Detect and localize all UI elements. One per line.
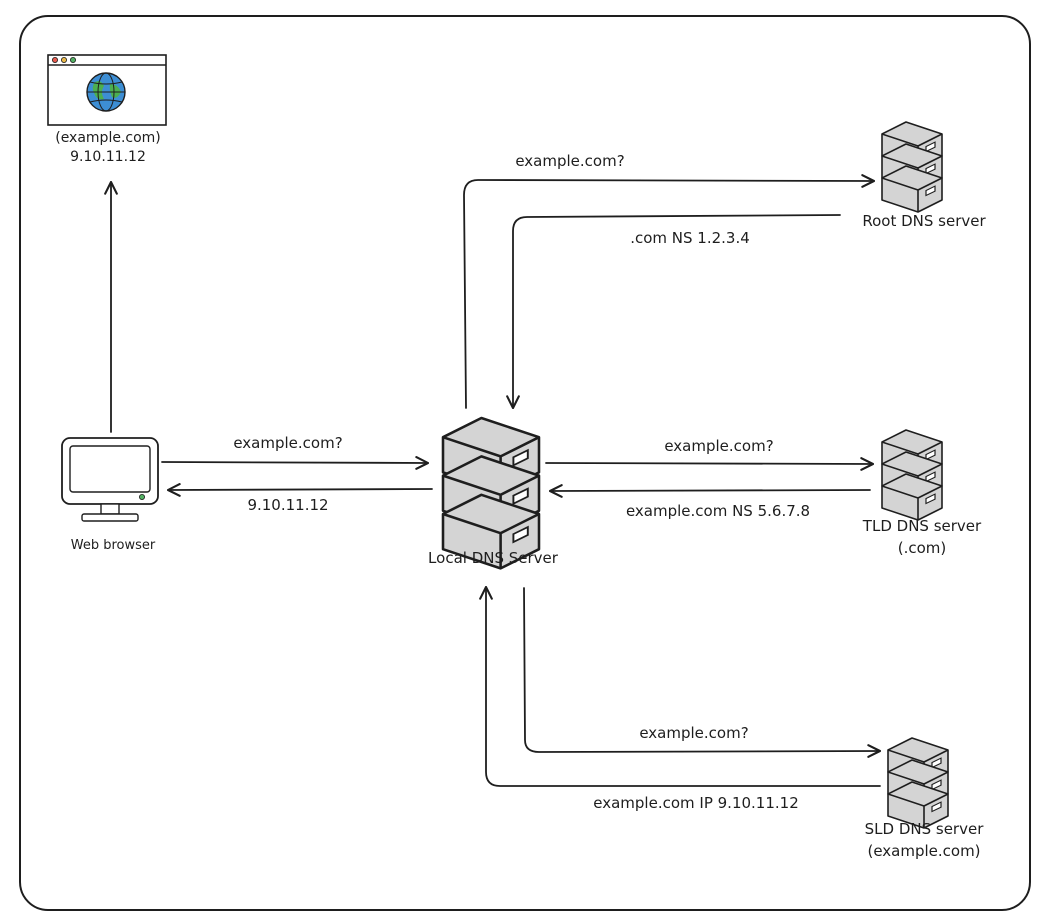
arrow-browser-to-local xyxy=(161,456,430,470)
tld-dns-server-icon xyxy=(881,429,943,521)
arrow-local-to-root xyxy=(463,174,876,409)
local-dns-server-label: Local DNS Server xyxy=(428,549,558,567)
website-ip-label: 9.10.11.12 xyxy=(70,149,146,165)
arrow-root-to-local xyxy=(506,214,841,410)
tld-dns-server-sublabel: (.com) xyxy=(897,539,947,557)
local-dns-server-icon xyxy=(441,416,541,570)
diagram-frame xyxy=(19,15,1031,911)
sld-dns-server-sublabel: (example.com) xyxy=(867,842,981,860)
root-dns-server-label: Root DNS server xyxy=(862,212,986,230)
edge-label-local-to-browser: 9.10.11.12 xyxy=(247,496,329,514)
sld-dns-server-icon xyxy=(887,737,949,829)
tld-dns-server-label: TLD DNS server xyxy=(862,517,982,535)
edge-label-root-to-local: .com NS 1.2.3.4 xyxy=(630,229,750,247)
website-name-label: (example.com) xyxy=(55,130,161,146)
edge-label-local-to-root: example.com? xyxy=(515,152,625,170)
edge-label-sld-to-local: example.com IP 9.10.11.12 xyxy=(593,794,799,812)
arrow-local-to-tld xyxy=(545,457,875,471)
arrow-sld-to-local xyxy=(479,585,881,787)
edge-label-tld-to-local: example.com NS 5.6.7.8 xyxy=(625,502,811,520)
web-browser-label: Web browser xyxy=(70,538,156,553)
edge-label-local-to-sld: example.com? xyxy=(639,724,749,742)
sld-dns-server-label: SLD DNS server xyxy=(864,820,984,838)
arrow-local-to-sld xyxy=(523,587,882,758)
monitor-icon xyxy=(61,437,159,522)
browser-window-globe-icon xyxy=(47,54,167,126)
edge-label-local-to-tld: example.com? xyxy=(664,437,774,455)
edge-label-browser-to-local: example.com? xyxy=(233,434,343,452)
arrow-tld-to-local xyxy=(548,484,871,498)
arrow-local-to-browser xyxy=(166,483,433,497)
root-dns-server-icon xyxy=(881,121,943,213)
